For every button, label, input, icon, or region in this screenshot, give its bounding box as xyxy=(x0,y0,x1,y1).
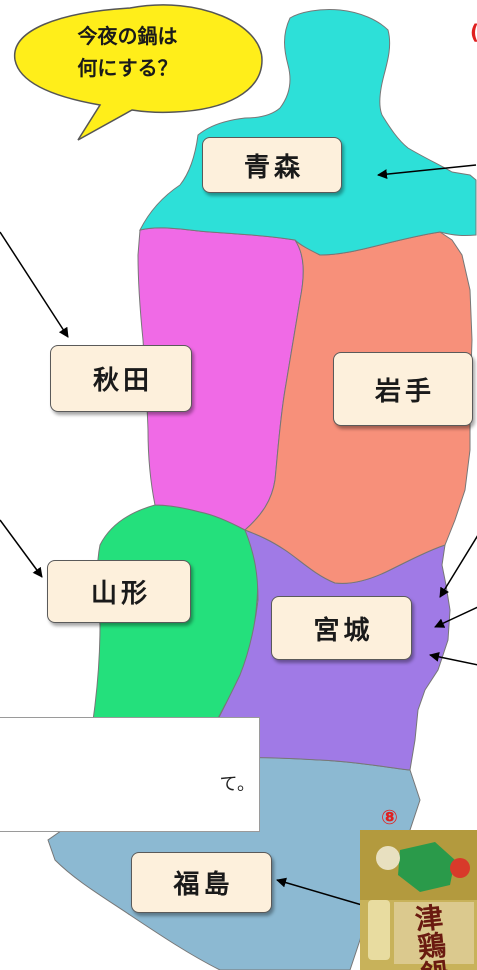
speech-bubble-text: 今夜の鍋は 何にする？ xyxy=(20,20,235,84)
arrow-miyagi-1 xyxy=(439,535,477,598)
note-text: て。 xyxy=(219,774,255,795)
product-package-image[interactable]: 津鶏鍋 xyxy=(360,830,477,970)
label-fukushima[interactable]: 福島 xyxy=(131,852,272,913)
speech-bubble-line1: 今夜の鍋は xyxy=(77,24,178,48)
label-iwate[interactable]: 岩手 xyxy=(333,352,473,426)
speech-bubble xyxy=(14,4,263,141)
note-box: て。 xyxy=(0,717,260,832)
arrow-aomori xyxy=(377,164,477,180)
arrow-fukushima xyxy=(276,877,363,906)
arrow-miyagi-2 xyxy=(434,606,477,628)
label-aomori[interactable]: 青森 xyxy=(202,137,342,193)
label-yamagata[interactable]: 山形 xyxy=(47,560,191,623)
product-number: ⑧ xyxy=(381,805,398,829)
arrow-akita xyxy=(0,231,69,338)
aomori-region[interactable] xyxy=(139,9,477,256)
speech-bubble-line2: 何にする？ xyxy=(77,56,178,80)
label-akita[interactable]: 秋田 xyxy=(50,345,192,412)
label-miyagi[interactable]: 宮城 xyxy=(271,596,412,660)
number-marker-partial: ( xyxy=(470,20,477,44)
arrow-yamagata xyxy=(0,519,43,578)
arrow-miyagi-3 xyxy=(429,651,477,666)
package-graphic xyxy=(360,830,477,970)
